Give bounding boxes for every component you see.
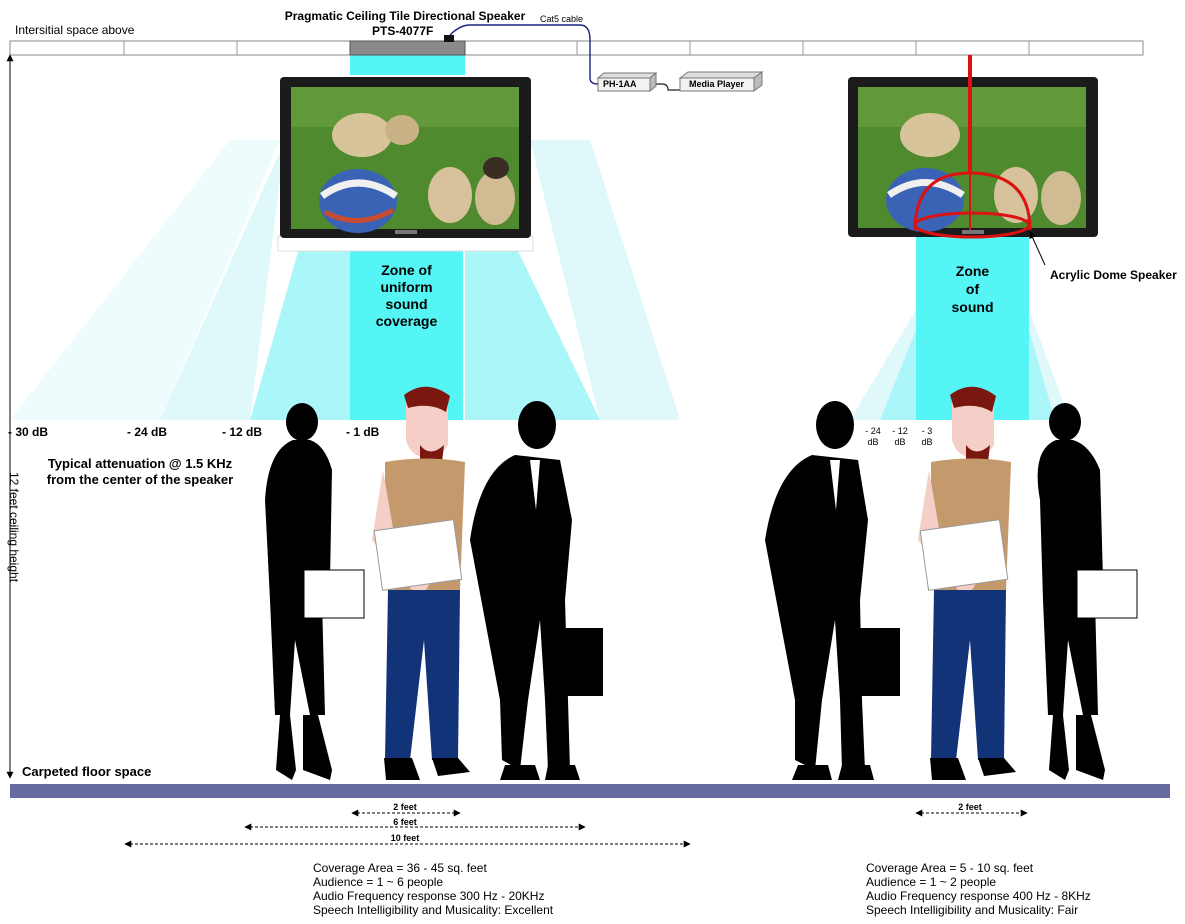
- zone-line-3: sound: [385, 296, 428, 312]
- dim-2-feet: 2 feet: [393, 802, 417, 812]
- spec-line: Audio Frequency response 400 Hz - 8KHz: [866, 889, 1091, 903]
- tile-speaker-beam: [350, 55, 465, 75]
- left-sound-beams: [10, 55, 680, 420]
- spec-line: Speech Intelligibility and Musicality: F…: [866, 903, 1079, 917]
- uniform-coverage-zone: [350, 245, 463, 420]
- right-sound-beams: [850, 233, 1070, 420]
- db-value: - 3: [921, 426, 933, 436]
- amp-label: PH-1AA: [603, 79, 637, 89]
- zone-line-1: Zone of: [381, 262, 432, 278]
- dome-label: Acrylic Dome Speaker: [1050, 268, 1177, 282]
- person-businessman-center: [470, 401, 603, 780]
- left-tv-display: [277, 77, 534, 252]
- attenuation-line-2: from the center of the speaker: [46, 472, 234, 487]
- cat5-cable: [449, 24, 599, 85]
- zone-line-1: Zone: [955, 263, 990, 279]
- db-value: - 24: [865, 426, 881, 436]
- zone-line-2: uniform: [380, 279, 433, 295]
- zone-line-2: of: [965, 281, 980, 297]
- zone-line-4: coverage: [375, 313, 438, 329]
- spec-line: Audience = 1 ~ 6 people: [313, 875, 444, 889]
- person-businessman-right: [765, 401, 900, 780]
- spec-line: Coverage Area = 36 - 45 sq. feet: [313, 861, 487, 875]
- floor-bar: [10, 784, 1170, 798]
- db-unit: dB: [921, 437, 933, 447]
- spec-line: Coverage Area = 5 - 10 sq. feet: [866, 861, 1034, 875]
- product-model: PTS-4077F: [372, 24, 434, 38]
- specs-right: Coverage Area = 5 - 10 sq. feet Audience…: [866, 861, 1091, 917]
- audio-link: [650, 83, 680, 91]
- floor-label: Carpeted floor space: [22, 764, 152, 779]
- acrylic-dome-speaker: [913, 55, 1046, 266]
- db-label-1: - 1 dB: [346, 425, 380, 439]
- db-unit: dB: [867, 437, 879, 447]
- dim-right-2-feet: 2 feet: [958, 802, 982, 812]
- spec-line: Audio Frequency response 300 Hz - 20KHz: [313, 889, 545, 903]
- ceiling-label: Intersitial space above: [15, 23, 135, 37]
- attenuation-line-1: Typical attenuation @ 1.5 KHz: [47, 456, 233, 471]
- db-label-12: - 12 dB: [222, 425, 263, 439]
- spec-line: Audience = 1 ~ 2 people: [866, 875, 997, 889]
- ph-1aa-box: [596, 71, 658, 93]
- right-zone-label: Zone of sound: [916, 262, 1029, 316]
- person-woman-right: [1037, 403, 1138, 780]
- db-label-24: - 24 dB: [127, 425, 168, 439]
- dimension-arrows: [124, 809, 1028, 848]
- dim-6-feet: 6 feet: [393, 817, 417, 827]
- db-value: - 12: [892, 426, 908, 436]
- spec-line: Speech Intelligibility and Musicality: E…: [313, 903, 554, 917]
- height-label: 12 feet ceiling height: [7, 471, 21, 583]
- left-zone-label: Zone of uniform sound coverage: [350, 262, 463, 330]
- zone-line-3: sound: [951, 299, 994, 315]
- product-title: Pragmatic Ceiling Tile Directional Speak…: [284, 9, 526, 23]
- db-unit: dB: [894, 437, 906, 447]
- cable-label: Cat5 cable: [540, 14, 584, 24]
- media-player-box: [678, 71, 764, 92]
- person-man-center: [372, 386, 470, 780]
- player-label: Media Player: [689, 79, 745, 89]
- attenuation-note: Typical attenuation @ 1.5 KHz from the c…: [20, 456, 260, 488]
- ceiling-tiles: [9, 40, 1144, 56]
- db-label-30: - 30 dB: [8, 425, 49, 439]
- dim-10-feet: 10 feet: [390, 833, 420, 843]
- tile-speaker: [349, 35, 466, 56]
- person-man-right: [918, 386, 1016, 780]
- specs-left: Coverage Area = 36 - 45 sq. feet Audienc…: [313, 861, 553, 917]
- person-woman-left: [265, 403, 365, 780]
